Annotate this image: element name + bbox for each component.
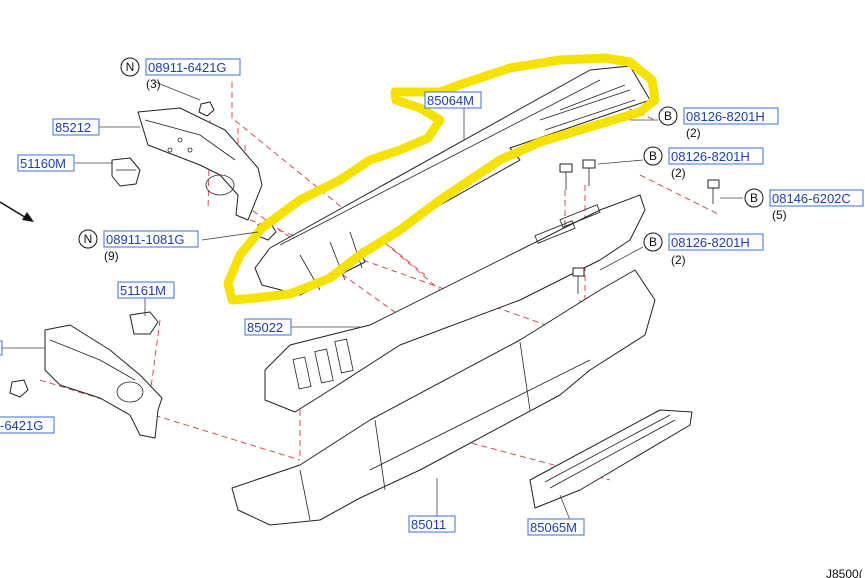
nut-top[interactable] bbox=[198, 101, 215, 117]
svg-text:B: B bbox=[664, 109, 672, 123]
svg-text:85065M: 85065M bbox=[530, 520, 577, 535]
svg-text:08911-1081G: 08911-1081G bbox=[106, 232, 185, 247]
reinforcement-85022[interactable] bbox=[264, 194, 646, 413]
nut-lower-left[interactable] bbox=[9, 379, 29, 398]
svg-text:51161M: 51161M bbox=[120, 283, 166, 298]
bolt-1[interactable] bbox=[559, 163, 573, 190]
clip-51160M[interactable] bbox=[111, 157, 141, 187]
svg-text:(2): (2) bbox=[686, 126, 701, 140]
svg-text:08911-6421G: 08911-6421G bbox=[148, 60, 227, 75]
svg-text:08126-8201H: 08126-8201H bbox=[686, 109, 765, 124]
bracket-lower-left[interactable] bbox=[44, 324, 163, 439]
bolt-2[interactable] bbox=[582, 159, 596, 186]
svg-text:08146-6202C: 08146-6202C bbox=[772, 191, 851, 206]
svg-text:(9): (9) bbox=[104, 249, 119, 263]
svg-text:B: B bbox=[750, 191, 758, 205]
svg-text:(3): (3) bbox=[146, 77, 161, 91]
label-85011[interactable]: 85011 bbox=[408, 515, 456, 533]
leader-lines bbox=[0, 81, 743, 521]
bracket-85212[interactable] bbox=[137, 107, 263, 221]
bolt-4[interactable] bbox=[572, 267, 585, 294]
svg-text:(2): (2) bbox=[671, 253, 686, 267]
step-pad-85065M[interactable] bbox=[529, 409, 693, 509]
svg-text:N: N bbox=[84, 232, 93, 246]
label-85022[interactable]: 85022 bbox=[244, 318, 292, 336]
svg-text:08126-8201H: 08126-8201H bbox=[671, 149, 750, 164]
svg-text:(5): (5) bbox=[772, 208, 787, 222]
diagram-ref-code: J8500( bbox=[826, 567, 863, 578]
label-85065M[interactable]: 85065M bbox=[527, 518, 585, 536]
fastener-08126-8201H-b[interactable]: B 08126-8201H (2) bbox=[643, 146, 764, 180]
highlight-outline bbox=[223, 53, 660, 305]
fastener-08146-6202C[interactable]: B 08146-6202C (5) bbox=[744, 188, 864, 222]
label-51161M[interactable]: 51161M bbox=[117, 281, 175, 299]
direction-arrow bbox=[0, 201, 34, 222]
svg-text:B: B bbox=[649, 149, 657, 163]
clip-51161M[interactable] bbox=[129, 311, 159, 335]
label-cutoff-left-top bbox=[0, 340, 3, 356]
svg-text:08126-8201H: 08126-8201H bbox=[671, 235, 750, 250]
fastener-08911-6421G-top[interactable]: N 08911-6421G (3) bbox=[120, 57, 241, 91]
label-85212[interactable]: 85212 bbox=[52, 118, 100, 136]
label-cutoff-left[interactable]: -6421G bbox=[0, 416, 55, 434]
svg-text:(2): (2) bbox=[671, 166, 686, 180]
label-85064M[interactable]: 85064M bbox=[424, 91, 482, 109]
label-51160M[interactable]: 51160M bbox=[17, 154, 75, 172]
svg-text:85212: 85212 bbox=[55, 120, 91, 135]
svg-text:N: N bbox=[126, 60, 135, 74]
svg-text:85011: 85011 bbox=[411, 517, 446, 532]
svg-text:-6421G: -6421G bbox=[0, 418, 43, 433]
svg-text:85022: 85022 bbox=[247, 320, 283, 335]
svg-text:85064M: 85064M bbox=[427, 93, 474, 108]
fastener-08126-8201H-a[interactable]: B 08126-8201H (2) bbox=[658, 106, 779, 140]
bumper-85011[interactable] bbox=[231, 269, 656, 526]
fastener-08911-1081G[interactable]: N 08911-1081G (9) bbox=[78, 229, 199, 263]
svg-text:51160M: 51160M bbox=[20, 156, 66, 171]
fastener-08126-8201H-c[interactable]: B 08126-8201H (2) bbox=[643, 232, 764, 267]
svg-text:B: B bbox=[649, 235, 657, 249]
bolt-3[interactable] bbox=[707, 179, 720, 204]
